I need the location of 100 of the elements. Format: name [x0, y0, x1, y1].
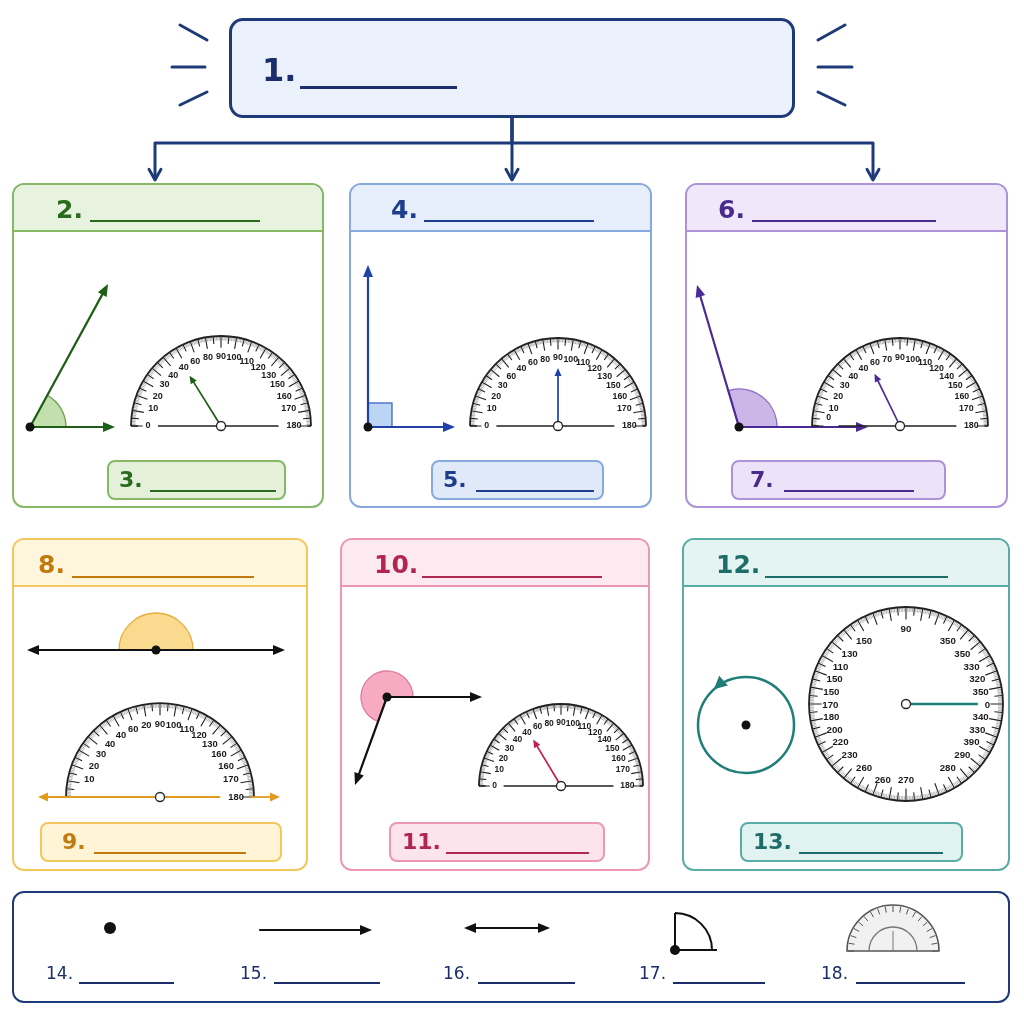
scale-number: 90: [556, 717, 566, 728]
scale-number: 60: [870, 357, 880, 368]
scale-number: 110: [832, 660, 849, 672]
scale-number: 170: [615, 764, 630, 775]
scale-number: 150: [269, 379, 285, 390]
question-number: 15.: [240, 964, 268, 982]
scale-number: 0: [145, 420, 151, 430]
question-panel: [349, 183, 652, 508]
arrow: [510, 118, 881, 182]
scale-number: 260: [874, 774, 891, 786]
question-number: 17.: [639, 964, 667, 982]
scale-number: 160: [276, 390, 292, 401]
scale-number: 130: [261, 369, 277, 380]
scale-number: 160: [211, 747, 227, 759]
question-number: 1.: [262, 54, 297, 86]
scale-number: 140: [597, 734, 612, 745]
scale-number: 30: [159, 379, 170, 390]
scale-number: 60: [506, 370, 517, 381]
scale-number: 40: [104, 737, 116, 749]
question-panel: [12, 538, 308, 871]
scale-number: 10: [486, 403, 497, 414]
scale-number: 0: [492, 780, 497, 790]
scale-number: 180: [286, 420, 302, 430]
scale-number: 90: [895, 352, 905, 363]
answer-box: [731, 460, 946, 500]
scale-number: 70: [882, 353, 893, 364]
scale-number: 90: [553, 352, 563, 363]
scale-number: 40: [848, 370, 859, 381]
scale-number: 60: [528, 357, 538, 368]
scale-number: 10: [83, 772, 95, 784]
scale-number: 350: [972, 685, 989, 697]
scale-number: 20: [498, 753, 509, 764]
answer-box: [740, 822, 963, 862]
scale-number: 30: [95, 747, 107, 759]
question-number: 10.: [374, 551, 419, 577]
scale-number: 80: [202, 352, 213, 362]
scale-number: 90: [216, 350, 226, 361]
scale-number: 90: [900, 622, 912, 634]
scale-number: 200: [826, 723, 843, 735]
scale-number: 40: [168, 369, 179, 380]
scale-number: 40: [178, 361, 189, 372]
question-panel: [340, 538, 650, 871]
scale-number: 150: [605, 380, 621, 391]
scale-number: 150: [856, 635, 873, 647]
scale-number: 10: [828, 403, 839, 414]
scale-number: 180: [823, 711, 840, 723]
scale-number: 180: [228, 790, 244, 802]
question-panel: [682, 538, 1010, 871]
question-number: 11.: [402, 831, 441, 853]
question-number: 4.: [391, 196, 418, 222]
question-number: 6.: [718, 196, 745, 222]
scale-number: 30: [504, 743, 515, 753]
scale-number: 0: [484, 420, 490, 430]
question-number: 7.: [750, 469, 774, 491]
scale-number: 270: [897, 774, 915, 786]
scale-number: 60: [190, 355, 201, 366]
scale-number: 80: [544, 718, 554, 729]
scale-number: 170: [616, 403, 632, 414]
scale-number: 0: [826, 412, 832, 422]
scale-number: 150: [947, 380, 963, 391]
question-number: 16.: [443, 964, 471, 982]
scale-number: 40: [516, 362, 527, 373]
scale-number: 20: [833, 391, 844, 402]
scale-number: 390: [963, 736, 980, 748]
scale-number: 330: [969, 723, 986, 735]
scale-number: 60: [128, 723, 139, 735]
scale-number: 260: [856, 761, 873, 773]
scale-number: 150: [826, 673, 843, 685]
scale-number: 350: [939, 635, 956, 647]
scale-number: 100: [226, 352, 242, 362]
scale-number: 140: [939, 370, 955, 381]
scale-number: 20: [491, 391, 502, 402]
scale-number: 180: [620, 780, 635, 790]
title-banner: [229, 18, 795, 118]
question-number: 8.: [38, 551, 65, 577]
scale-number: 10: [148, 402, 159, 413]
question-number: 5.: [443, 469, 467, 491]
answer-box: [107, 460, 286, 500]
scale-number: 160: [611, 753, 626, 764]
scale-number: 60: [532, 721, 543, 732]
scale-number: 20: [152, 390, 163, 401]
scale-number: 10: [494, 764, 504, 775]
scale-number: 150: [605, 743, 620, 753]
scale-number: 320: [969, 673, 986, 685]
scale-number: 30: [839, 380, 850, 391]
question-panel: [685, 183, 1008, 508]
scale-number: 40: [115, 729, 127, 741]
scale-number: 170: [223, 772, 239, 784]
scale-number: 160: [612, 391, 628, 402]
worksheet-strip: [12, 891, 1010, 1003]
scale-number: 130: [841, 648, 858, 660]
scale-number: 160: [954, 391, 970, 402]
scale-number: 170: [281, 402, 297, 413]
answer-box: [431, 460, 604, 500]
question-number: 9.: [62, 831, 86, 853]
question-panel: [12, 183, 324, 508]
scale-number: 160: [218, 759, 234, 771]
scale-number: 150: [823, 685, 840, 697]
question-number: 18.: [821, 964, 849, 982]
scale-number: 80: [540, 353, 551, 364]
